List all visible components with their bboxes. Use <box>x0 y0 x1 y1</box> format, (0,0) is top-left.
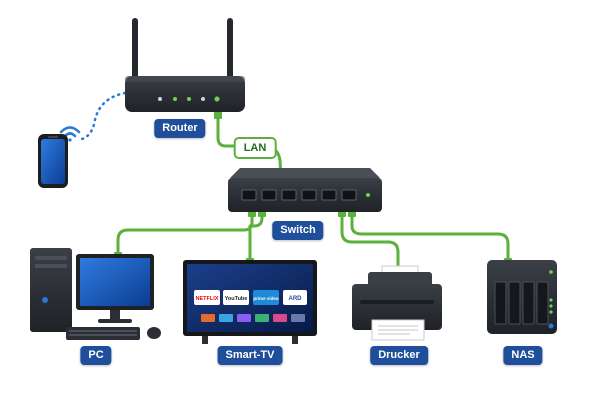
keyboard-icon <box>66 327 140 340</box>
printer-icon <box>352 265 442 341</box>
tv-icon: NETFLIX YouTube prime video ARD <box>183 260 317 344</box>
router-icon <box>125 18 245 112</box>
cables <box>116 115 510 270</box>
router-label: Router <box>154 119 206 138</box>
mouse-icon <box>147 327 161 339</box>
lan-label: LAN <box>233 137 277 159</box>
pc-label: PC <box>80 346 112 365</box>
netflix-label: NETFLIX <box>196 296 219 302</box>
tv-app-tiles: NETFLIX YouTube prime video ARD <box>194 290 307 322</box>
pc-tower-icon <box>30 248 72 332</box>
cable-switch-nas <box>350 211 510 262</box>
nas-label: NAS <box>503 346 543 365</box>
prime-label: prime video <box>253 296 279 301</box>
monitor-icon <box>76 254 154 323</box>
cable-switch-tv <box>248 211 264 262</box>
wifi-dotted-link <box>76 91 127 142</box>
switch-icon <box>228 168 382 212</box>
switch-label: Switch <box>272 221 324 240</box>
ard-label: ARD <box>289 296 303 302</box>
nas-icon <box>487 260 557 334</box>
smartphone-icon <box>38 134 68 188</box>
cable-switch-printer <box>340 211 400 270</box>
printer-label: Drucker <box>370 346 428 365</box>
youtube-label: YouTube <box>225 296 248 302</box>
cable-switch-pc <box>116 211 254 256</box>
wifi-icon <box>59 126 81 142</box>
smart-tv-label: Smart-TV <box>217 346 283 365</box>
